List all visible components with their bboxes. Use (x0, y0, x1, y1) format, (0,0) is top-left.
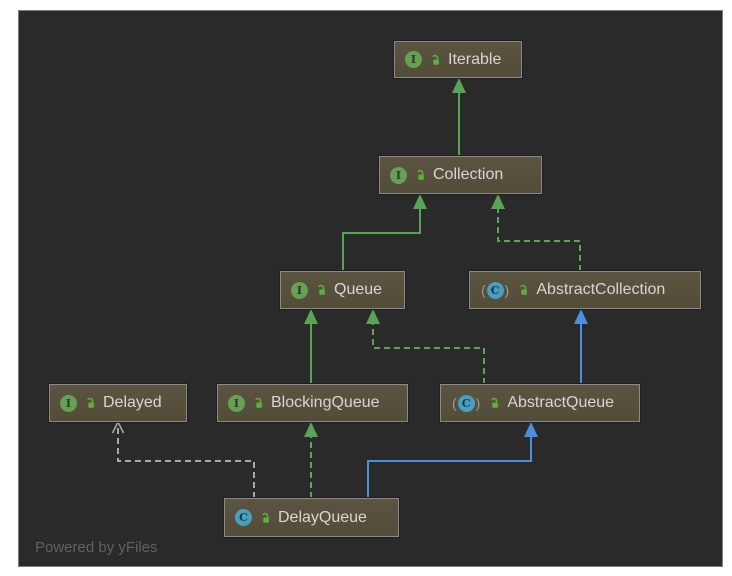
public-lock-icon (432, 54, 439, 65)
public-lock-icon (318, 284, 325, 295)
interface-icon: I (405, 51, 422, 68)
edge-delayqueue-extends-abstractqueue (367, 422, 538, 498)
class-node-label: AbstractQueue (507, 394, 615, 411)
edge-queue-extends-collection (342, 194, 427, 271)
interface-icon: I (291, 281, 308, 299)
abstract-class-icon: (C) (452, 394, 481, 412)
interface-icon: I (60, 394, 77, 412)
edge-abstractqueue-extends-abstractcollection (574, 309, 588, 384)
class-node-delay-queue[interactable]: C DelayQueue (224, 498, 399, 537)
edge-delayqueue-dependency-delayed (111, 420, 255, 498)
class-node-label: Queue (334, 281, 383, 298)
class-node-abstract-queue[interactable]: (C) AbstractQueue (440, 384, 640, 422)
edge-blockingqueue-extends-queue (304, 309, 318, 384)
edge-delayqueue-implements-blockingqueue (304, 422, 318, 498)
interface-icon: I (228, 394, 245, 412)
class-node-iterable[interactable]: I Iterable (394, 41, 522, 78)
interface-icon: I (390, 166, 407, 184)
diagram-edges (111, 78, 588, 498)
edge-abstractqueue-implements-queue (366, 309, 485, 384)
class-node-label: Iterable (448, 50, 502, 68)
edge-abstractcollection-implements-collection (491, 194, 581, 271)
class-node-queue[interactable]: I Queue (280, 271, 405, 309)
public-lock-icon (255, 397, 262, 408)
class-node-delayed[interactable]: I Delayed (49, 384, 187, 422)
class-node-label: AbstractCollection (536, 281, 666, 298)
public-lock-icon (491, 397, 499, 408)
class-node-blocking-queue[interactable]: I BlockingQueue (217, 384, 408, 422)
public-lock-icon (262, 512, 269, 523)
public-lock-icon (520, 284, 528, 295)
class-node-collection[interactable]: I Collection (379, 156, 542, 194)
class-node-label: DelayQueue (278, 508, 367, 526)
class-node-label: Collection (433, 166, 504, 183)
class-node-abstract-collection[interactable]: (C) AbstractCollection (469, 271, 701, 309)
class-node-label: Delayed (103, 394, 162, 411)
yfiles-attribution: Powered by yFiles (35, 539, 158, 556)
public-lock-icon (417, 169, 424, 180)
public-lock-icon (87, 397, 94, 408)
edge-collection-extends-iterable (452, 78, 466, 156)
class-node-label: BlockingQueue (271, 394, 380, 411)
abstract-class-icon: (C) (481, 281, 510, 299)
class-icon: C (235, 509, 252, 526)
